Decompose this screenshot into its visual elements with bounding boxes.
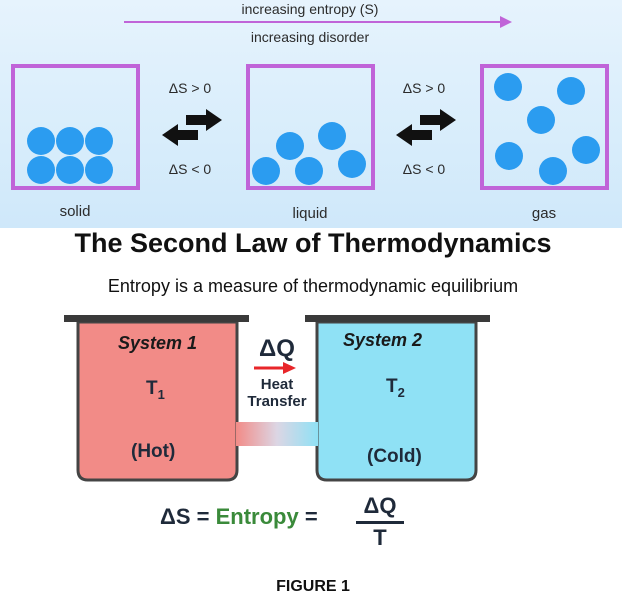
heat-transfer-label: Heat Transfer bbox=[236, 376, 318, 410]
heat-bridge bbox=[236, 422, 318, 446]
page-title: The Second Law of Thermodynamics bbox=[74, 228, 552, 258]
heat-arrow-head bbox=[283, 362, 296, 374]
delta-s-positive-1: ΔS > 0 bbox=[168, 80, 212, 96]
system1-name: System 1 bbox=[118, 333, 198, 353]
system2-temperature: T2 bbox=[386, 376, 405, 400]
gas-box bbox=[480, 64, 609, 190]
liquid-label: liquid bbox=[292, 205, 328, 222]
formula-equals: = bbox=[304, 504, 318, 529]
solid-label: solid bbox=[59, 203, 91, 220]
gas-particles bbox=[494, 73, 600, 185]
page-subtitle: Entropy is a measure of thermodynamic eq… bbox=[107, 276, 519, 296]
equilibrium-arrows-2 bbox=[396, 109, 456, 146]
heat-transfer-diagram bbox=[64, 315, 490, 482]
system2-container bbox=[315, 320, 478, 482]
system1-state: (Hot) bbox=[131, 441, 176, 462]
formula-numerator: ΔQ bbox=[363, 493, 397, 518]
solid-box bbox=[11, 64, 140, 190]
system2-lid bbox=[305, 315, 490, 322]
heat-transfer-line2: Transfer bbox=[247, 393, 307, 410]
disorder-label: increasing disorder bbox=[250, 29, 370, 45]
delta-q-label: ΔQ bbox=[259, 335, 295, 362]
gas-label: gas bbox=[531, 205, 557, 222]
formula-entropy-word: Entropy bbox=[215, 504, 299, 529]
entropy-formula: ΔS = Entropy = bbox=[160, 504, 318, 530]
figure-caption: FIGURE 1 bbox=[276, 578, 350, 595]
solid-particles bbox=[27, 127, 113, 184]
heat-transfer-line1: Heat bbox=[260, 376, 294, 393]
delta-s-negative-1: ΔS < 0 bbox=[168, 161, 212, 177]
formula-fraction-bar bbox=[356, 521, 404, 524]
liquid-box bbox=[246, 64, 375, 190]
states-diagram bbox=[11, 16, 609, 190]
delta-s-positive-2: ΔS > 0 bbox=[402, 80, 446, 96]
liquid-particles bbox=[252, 122, 366, 185]
delta-s-negative-2: ΔS < 0 bbox=[402, 161, 446, 177]
system2-name: System 2 bbox=[343, 330, 423, 350]
equilibrium-arrows-1 bbox=[162, 109, 222, 146]
formula-denominator: T bbox=[373, 525, 387, 550]
formula-lhs: ΔS = bbox=[160, 504, 210, 529]
system2-state: (Cold) bbox=[367, 446, 422, 467]
system1-lid bbox=[64, 315, 249, 322]
entropy-label: increasing entropy (S) bbox=[241, 1, 379, 17]
system1-container bbox=[76, 320, 239, 482]
system1-temperature: T1 bbox=[146, 378, 165, 402]
entropy-arrow-head bbox=[500, 16, 512, 28]
